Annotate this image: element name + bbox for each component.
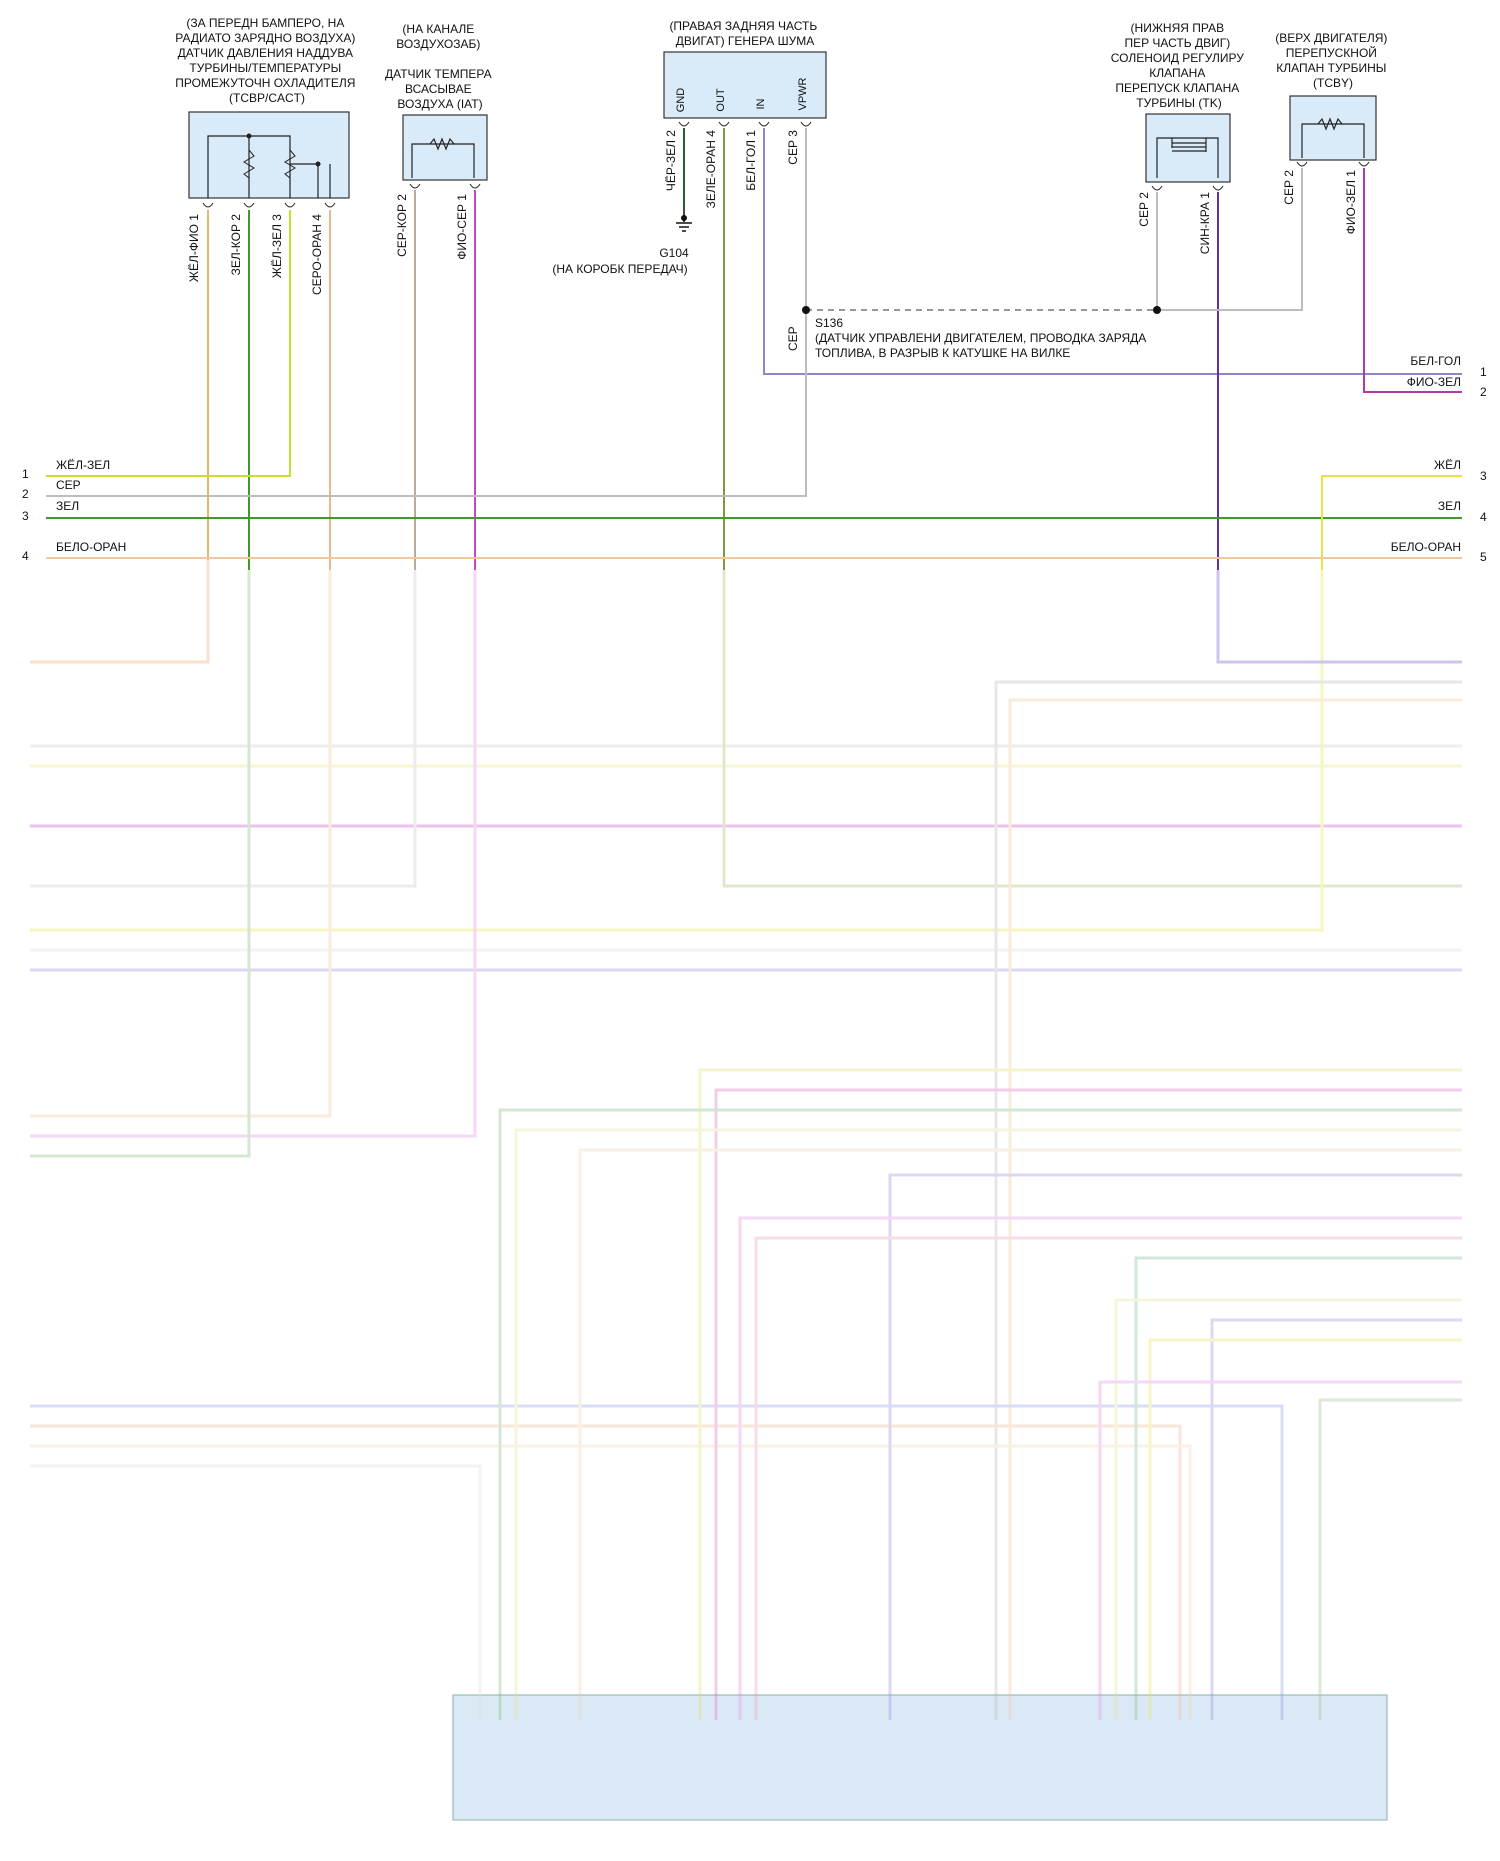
left-row-2-num: 2 [22, 487, 29, 501]
tcby-pin1-label: ФИО-ЗЕЛ 1 [1344, 170, 1358, 235]
pin-mark [1152, 186, 1162, 190]
right-row-1-label: БЕЛ-ГОЛ [1410, 354, 1461, 368]
tcbp-junction-dot [316, 162, 321, 167]
left-row-1-label: ЖЁЛ-ЗЕЛ [56, 458, 110, 472]
left-row-1-num: 1 [22, 467, 29, 481]
pin-mark [759, 122, 769, 126]
right-row-5-num: 5 [1480, 550, 1487, 564]
pin-mark [679, 122, 689, 126]
tk-title: (НИЖНЯЯ ПРАВ ПЕР ЧАСТЬ ДВИГ) СОЛЕНОИД РЕ… [1111, 21, 1248, 110]
splice-id: S136 [815, 316, 843, 330]
right-row-4-label: ЗЕЛ [1438, 499, 1461, 513]
pcm-module-box [453, 1695, 1387, 1820]
pin-mark [285, 203, 295, 207]
left-row-4-num: 4 [22, 549, 29, 563]
iat-pin2-label: СЕР-КОР 2 [395, 194, 409, 257]
tcbp-title: (ЗА ПЕРЕДН БАМПЕРО, НА РАДИАТО ЗАРЯДНО В… [175, 16, 359, 105]
iat-title: (НА КАНАЛЕ ВОЗДУХОЗАБ) ДАТЧИК ТЕМПЕРА ВС… [385, 22, 495, 111]
noise-terminal-in: IN [755, 98, 767, 109]
pin-mark [325, 203, 335, 207]
noise-pin-in-label: БЕЛ-ГОЛ 1 [744, 130, 758, 191]
wire-tcby-pin2 [1157, 168, 1302, 310]
splice-tk-dot [1153, 306, 1161, 314]
tcbp-pin4-label: СЕРО-ОРАН 4 [310, 214, 324, 295]
tcbp-sensor-box [189, 112, 349, 198]
pin-mark [1297, 162, 1307, 166]
noise-pin-gnd-label: ЧЁР-ЗЕЛ 2 [664, 130, 678, 191]
iat-pin1-label: ФИО-СЕР 1 [455, 194, 469, 260]
wire-tcbp-pin3 [46, 210, 290, 476]
noise-title: (ПРАВАЯ ЗАДНЯЯ ЧАСТЬ ДВИГАТ) ГЕНЕРА ШУМА [669, 19, 820, 48]
tk-pin1-label: СИН-КРА 1 [1198, 192, 1212, 255]
tcbp-pin2-label: ЗЕЛ-КОР 2 [229, 214, 243, 276]
ground-desc: (НА КОРОБК ПЕРЕДАЧ) [552, 262, 687, 276]
tcbp-pin1-label: ЖЁЛ-ФИО 1 [187, 214, 201, 282]
left-row-3-num: 3 [22, 509, 29, 523]
tcbp-junction-dot [247, 134, 252, 139]
noise-terminal-gnd: GND [675, 88, 687, 113]
noise-terminal-out: OUT [715, 88, 727, 112]
noise-pin-vpwr-label: СЕР 3 [786, 130, 800, 165]
pin-mark [1213, 186, 1223, 190]
wire-noise-vpwr [46, 128, 806, 496]
tcby-pin2-label: СЕР 2 [1282, 170, 1296, 205]
tk-pin2-label: СЕР 2 [1137, 192, 1151, 227]
splice-desc: (ДАТЧИК УПРАВЛЕНИ ДВИГАТЕЛЕМ, ПРОВОДКА З… [815, 331, 1150, 360]
left-row-3-label: ЗЕЛ [56, 499, 79, 513]
splice-wire-label: СЕР [786, 326, 800, 351]
pin-mark [410, 184, 420, 188]
right-row-2-num: 2 [1480, 385, 1487, 399]
right-row-4-num: 4 [1480, 510, 1487, 524]
right-row-3-num: 3 [1480, 469, 1487, 483]
ground-dot [681, 215, 687, 221]
right-row-2-label: ФИО-ЗЕЛ [1407, 375, 1461, 389]
pin-mark [470, 184, 480, 188]
pin-mark [203, 203, 213, 207]
tcby-title: (ВЕРХ ДВИГАТЕЛЯ) ПЕРЕПУСКНОЙ КЛАПАН ТУРБ… [1275, 31, 1391, 90]
lower-wiring-blurred [30, 560, 1462, 1720]
ground-id: G104 [659, 246, 689, 260]
splice-s136-dot [802, 306, 810, 314]
noise-terminal-vpwr: VPWR [797, 77, 809, 110]
noise-pin-out-label: ЗЕЛЕ-ОРАН 4 [704, 130, 718, 209]
left-row-2-label: СЕР [56, 478, 81, 492]
pin-mark [244, 203, 254, 207]
pin-mark [801, 122, 811, 126]
pin-mark [1359, 162, 1369, 166]
left-row-4-label: БЕЛО-ОРАН [56, 540, 126, 554]
bus-line-jel [1322, 476, 1462, 570]
right-row-3-label: ЖЁЛ [1434, 458, 1461, 472]
right-row-5-label: БЕЛО-ОРАН [1391, 540, 1461, 554]
tcbp-pin3-label: ЖЁЛ-ЗЕЛ 3 [270, 214, 284, 278]
pin-mark [719, 122, 729, 126]
ground-symbol-icon [676, 223, 692, 231]
right-row-1-num: 1 [1480, 365, 1487, 379]
